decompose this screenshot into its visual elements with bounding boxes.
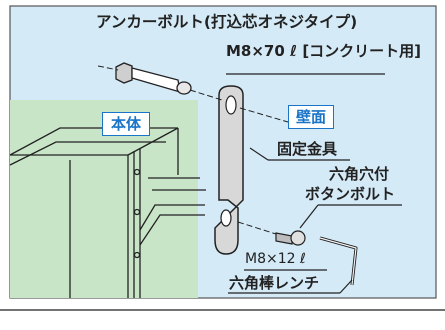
button-bolt xyxy=(275,230,306,246)
hex-wrench-label: 六角棒レンチ xyxy=(229,274,320,292)
anchor-bolt-title: アンカーボルト(打込芯オネジタイプ) xyxy=(96,13,358,31)
leader-lines xyxy=(226,73,402,294)
bracket-upper-hole xyxy=(225,95,237,115)
anchor-bolt xyxy=(115,62,192,95)
cabinet-body xyxy=(9,127,206,298)
fixing-bracket xyxy=(214,85,244,255)
hex-bolt-label-line1: 六角穴付 xyxy=(329,165,390,183)
wall-label: 壁面 xyxy=(288,105,334,129)
anchor-axis-line-wall xyxy=(239,107,289,123)
hex-bolt-label-line2: ボタンボルト xyxy=(305,185,396,203)
button-bolt-axis xyxy=(237,221,277,235)
hex-bolt-size: M8×12 ℓ xyxy=(245,251,306,267)
bracket-label: 固定金具 xyxy=(277,140,338,158)
anchor-bolt-size: M8×70 ℓ [コンクリート用] xyxy=(226,42,422,60)
body-label: 本体 xyxy=(102,112,150,136)
anchor-axis-line-right xyxy=(189,89,223,101)
anchor-axis-line-left xyxy=(97,65,119,71)
bracket-lower-hole xyxy=(220,209,232,227)
